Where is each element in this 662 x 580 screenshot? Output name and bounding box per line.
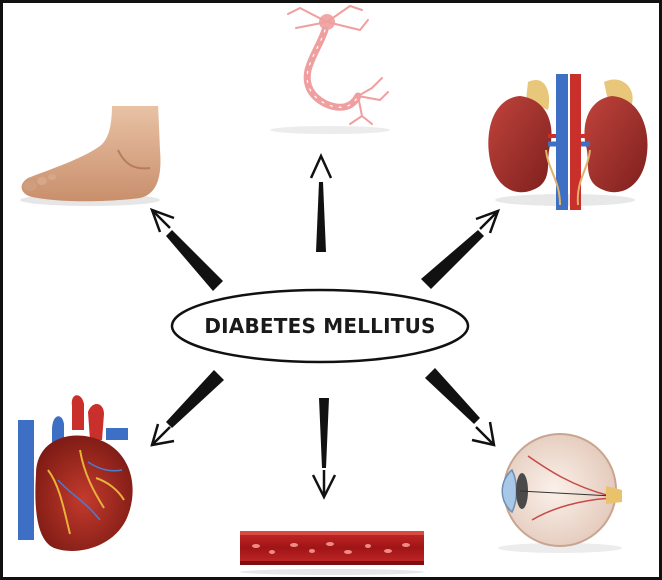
- arrow-down-left: [152, 370, 224, 445]
- blood-vessel-icon: [240, 531, 424, 575]
- eye-icon: [498, 434, 622, 553]
- arrow-down: [313, 398, 335, 497]
- nerve-icon: [270, 6, 390, 134]
- center-label: DIABETES MELLITUS: [170, 290, 470, 362]
- arrow-up-right: [421, 211, 498, 289]
- heart-icon: [18, 395, 133, 551]
- arrow-up: [311, 156, 331, 252]
- kidney-icon: [488, 74, 647, 210]
- arrow-up-left: [152, 210, 223, 291]
- arrow-down-right: [425, 368, 494, 445]
- foot-icon: [20, 104, 160, 206]
